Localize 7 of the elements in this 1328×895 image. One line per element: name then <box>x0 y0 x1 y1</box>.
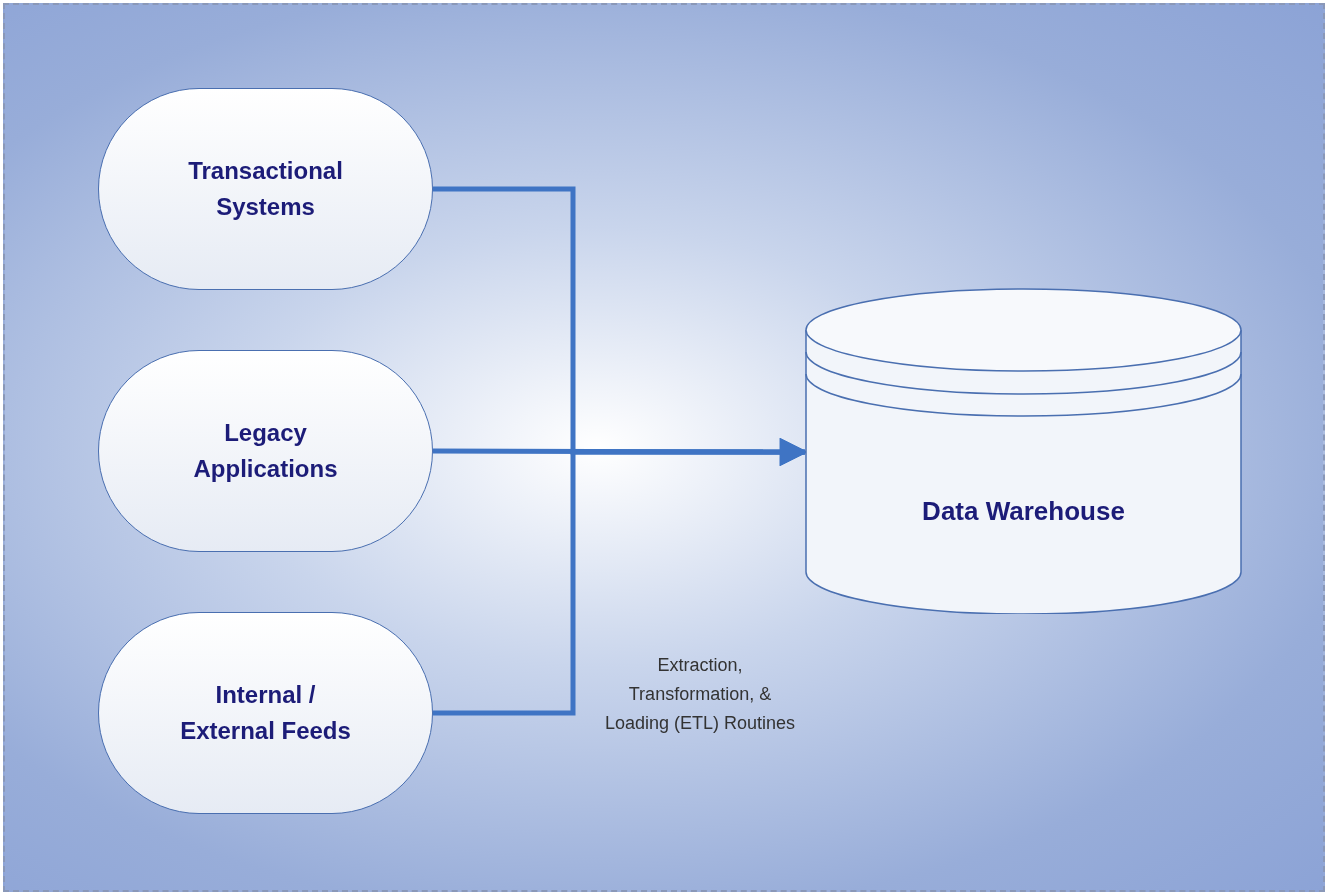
node-label: Legacy Applications <box>192 418 339 484</box>
connector-arrow <box>433 438 808 716</box>
node-label: Internal / External Feeds <box>179 680 352 746</box>
node-label: Transactional Systems <box>187 156 344 222</box>
etl-note: Extraction, Transformation, & Loading (ETL) Routines <box>603 654 797 735</box>
database-cylinder <box>805 288 1242 614</box>
node-label: Data Warehouse <box>922 494 1125 528</box>
